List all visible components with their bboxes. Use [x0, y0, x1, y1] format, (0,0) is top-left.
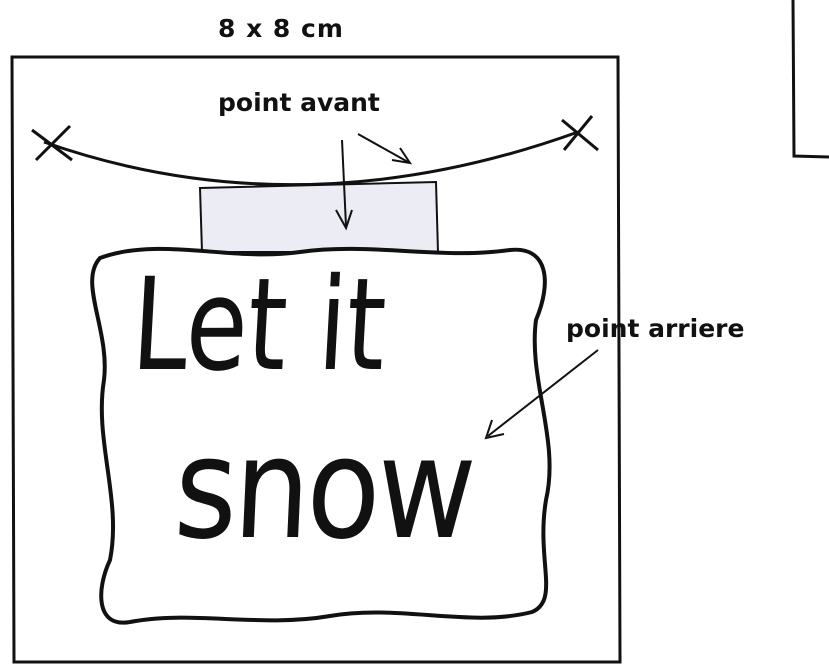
sign-outline [90, 246, 552, 625]
front-stitch-label: point avant [218, 88, 380, 117]
adjacent-pattern-border [791, 0, 829, 159]
hanging-string [43, 130, 579, 187]
left-cross-mark [31, 124, 73, 162]
back-stitch-arrow [484, 349, 599, 440]
front-stitch-arrow-2 [357, 133, 413, 165]
hanger-strip [198, 180, 440, 253]
sign-text-line-2: snow [171, 408, 476, 571]
dimensions-label: 8 x 8 cm [218, 14, 344, 43]
pattern-border [10, 55, 622, 664]
back-stitch-label: point arriere [566, 314, 745, 343]
front-stitch-arrow-1 [335, 139, 353, 231]
right-cross-mark [561, 115, 599, 152]
sign-text-line-1: Let it [128, 251, 390, 400]
